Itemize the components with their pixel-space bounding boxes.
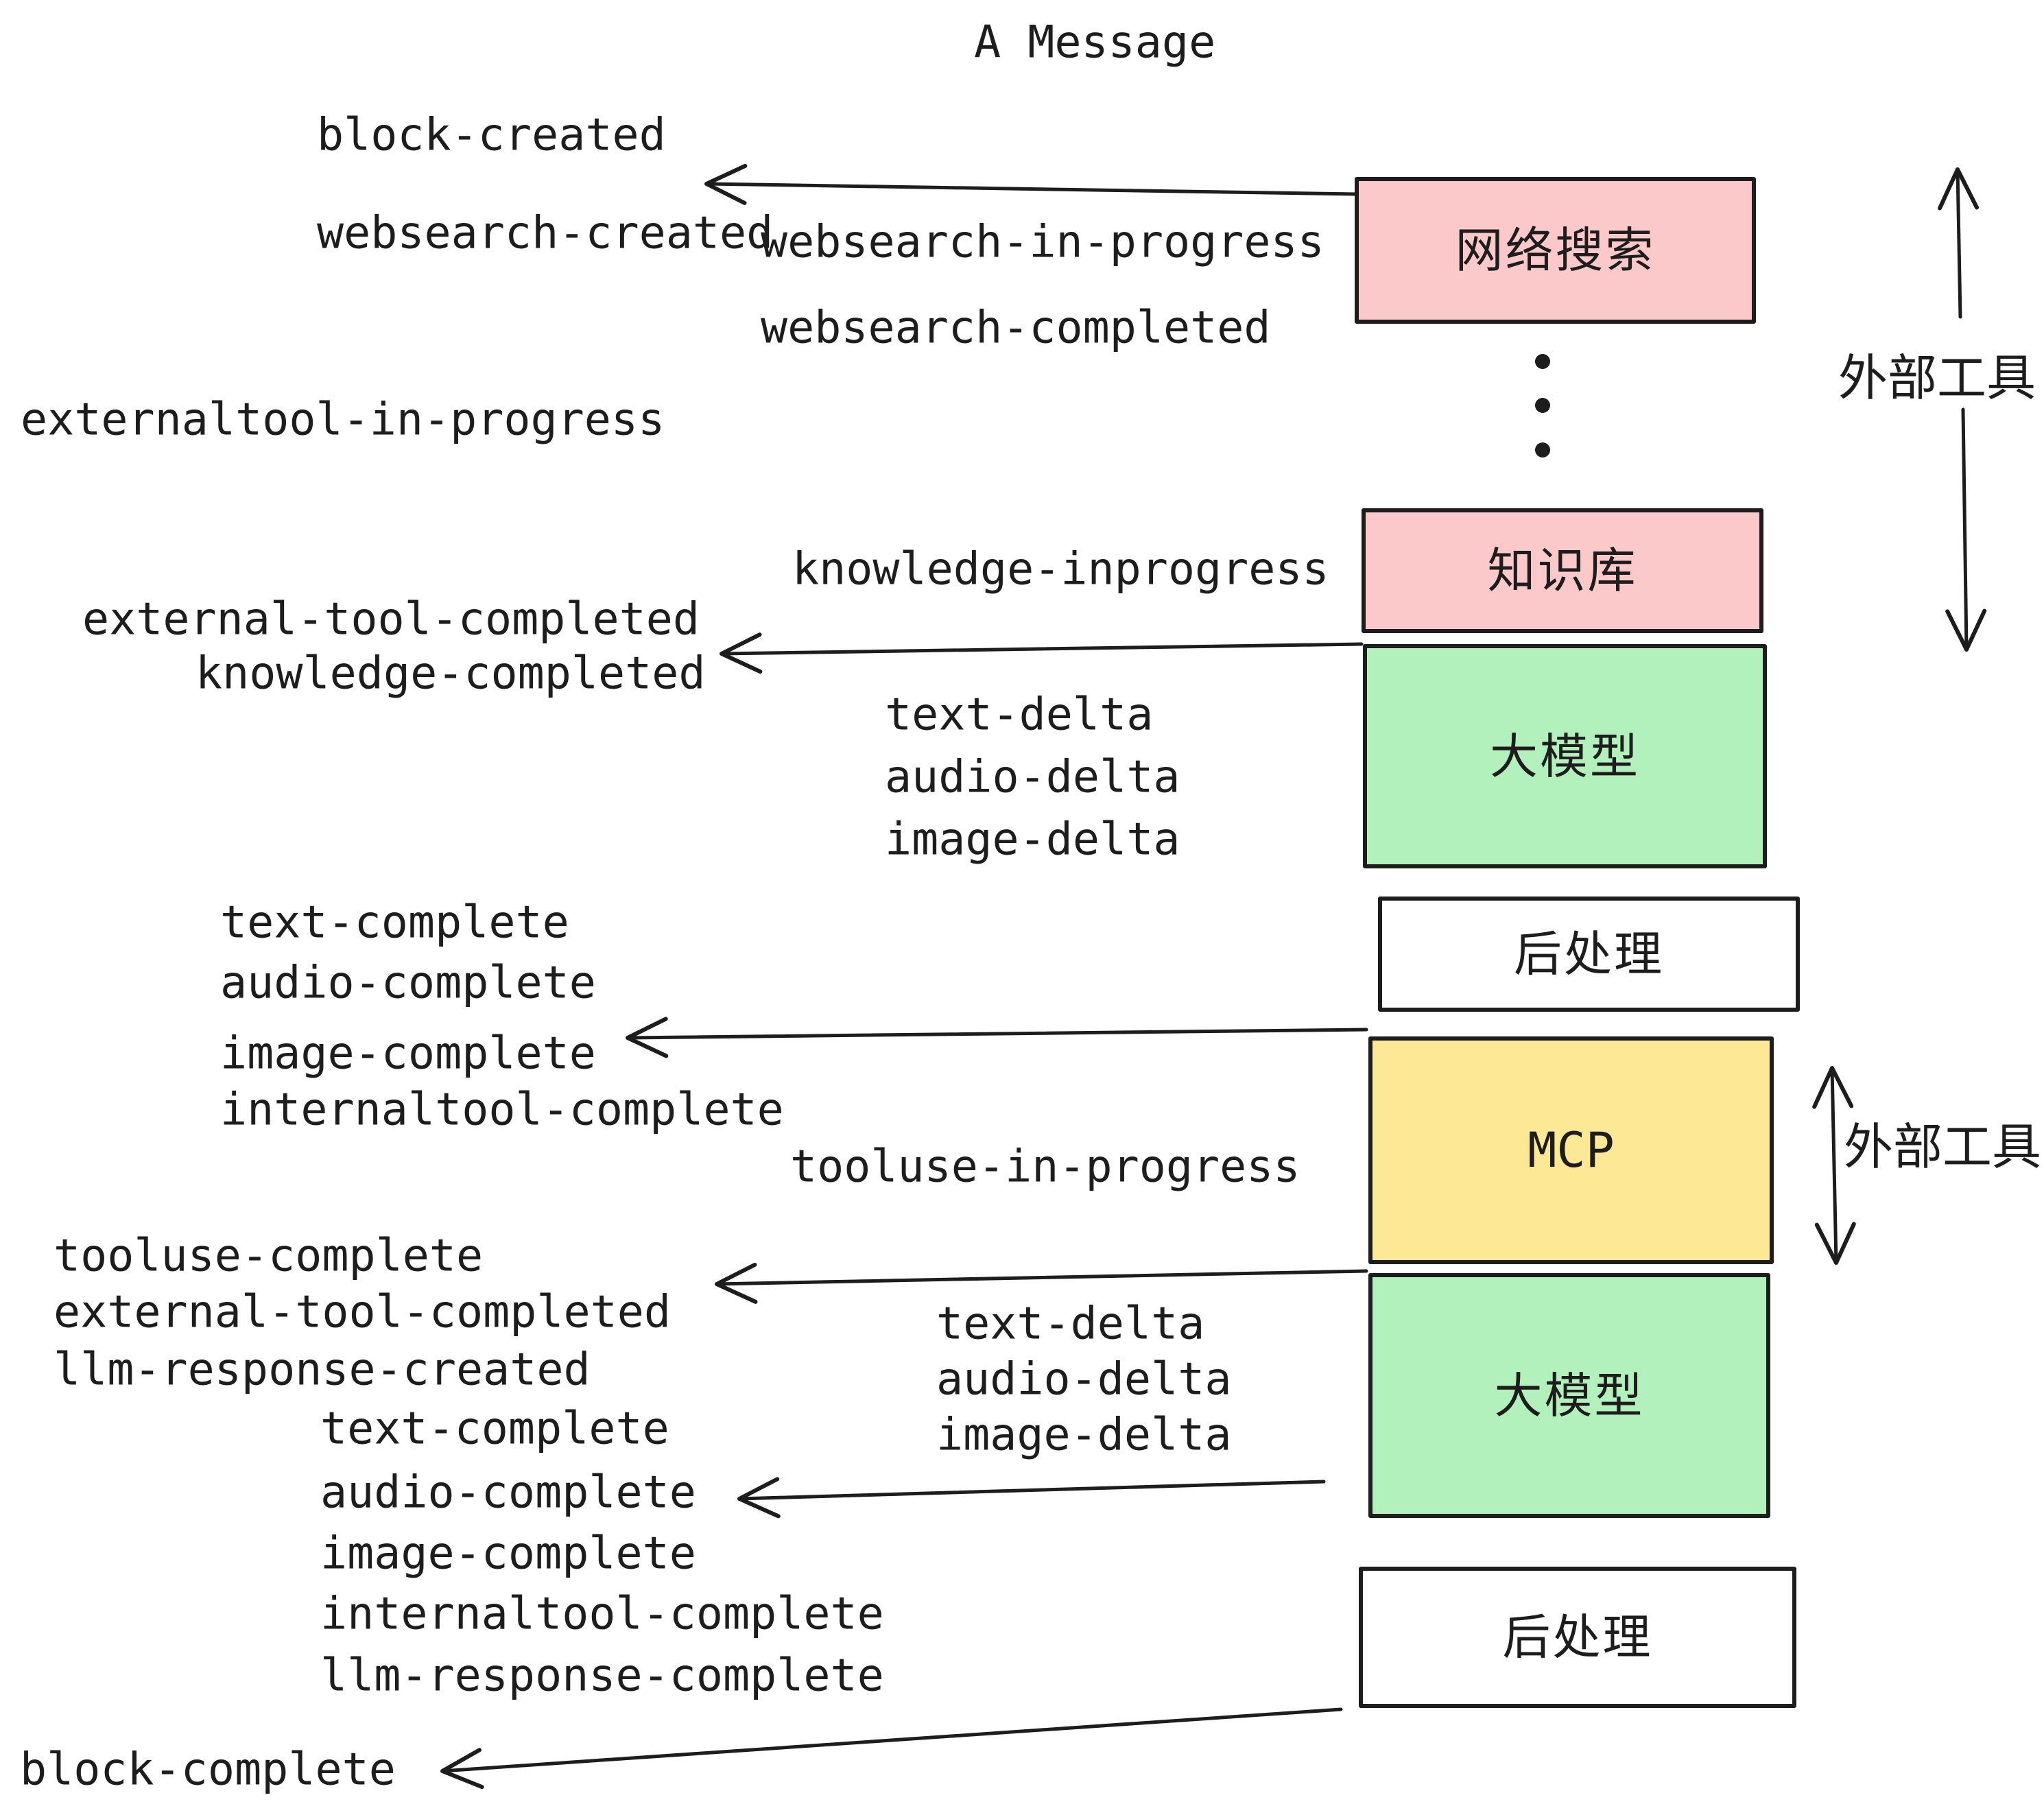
event-label-image-complete-2: image-complete xyxy=(320,1528,696,1580)
arrow-postprocess1-to-image-complete xyxy=(626,1017,1368,1058)
arrow-knowledge-to-knowledge-completed xyxy=(720,632,1364,674)
external-tools-arrow-double xyxy=(1812,1066,1856,1265)
arrow-llm2-to-audio-complete-head xyxy=(737,1477,781,1519)
arrow-mcp-to-tooluse-complete-head xyxy=(715,1262,758,1304)
box-mcp: MCP xyxy=(1368,1036,1774,1264)
arrow-postprocess2-to-block-complete-head xyxy=(440,1748,484,1790)
event-label-block-created: block-created xyxy=(317,109,666,161)
box-label-knowledge: 知识库 xyxy=(1487,543,1638,599)
external-tools-arrow-up xyxy=(1938,167,1980,319)
box-label-postprocess-1: 后处理 xyxy=(1514,926,1664,982)
event-label-text-complete-1: text-complete xyxy=(220,897,569,949)
box-label-postprocess-2: 后处理 xyxy=(1502,1609,1653,1665)
event-label-audio-delta-2: audio-delta xyxy=(936,1353,1232,1405)
box-label-mcp: MCP xyxy=(1528,1122,1615,1178)
box-knowledge: 知识库 xyxy=(1362,508,1763,633)
arrow-websearch-to-block-created xyxy=(704,163,1359,205)
side-label-external-tools-top: 外部工具 xyxy=(1838,349,2036,407)
external-tools-arrow-down-head xyxy=(1945,608,1987,652)
event-label-text-delta-1: text-delta xyxy=(885,689,1154,741)
external-tools-arrow-up-head xyxy=(1938,167,1980,211)
arrow-postprocess1-to-image-complete-head xyxy=(626,1017,669,1058)
event-label-tooluse-in-progress: tooluse-in-progress xyxy=(790,1141,1300,1193)
external-tools-arrow-down xyxy=(1945,407,1987,652)
box-postprocess-1: 后处理 xyxy=(1378,897,1800,1012)
box-label-llm-1: 大模型 xyxy=(1490,728,1640,785)
box-label-websearch: 网络搜索 xyxy=(1455,222,1656,278)
event-label-llm-response-complete: llm-response-complete xyxy=(320,1650,884,1702)
event-label-text-delta-2: text-delta xyxy=(936,1298,1205,1350)
event-label-image-delta-2: image-delta xyxy=(936,1409,1232,1461)
event-label-audio-delta-1: audio-delta xyxy=(885,751,1180,803)
box-llm-1: 大模型 xyxy=(1363,644,1767,868)
event-label-audio-complete-2: audio-complete xyxy=(320,1467,696,1519)
external-tools-arrow-double-head-2 xyxy=(1812,1066,1854,1109)
arrow-llm2-to-audio-complete xyxy=(737,1477,1326,1519)
event-label-image-complete-1: image-complete xyxy=(220,1028,596,1080)
box-label-llm-2: 大模型 xyxy=(1494,1367,1645,1424)
side-label-external-tools-bottom: 外部工具 xyxy=(1844,1118,2042,1176)
event-label-image-delta-1: image-delta xyxy=(885,814,1180,866)
arrow-postprocess2-to-block-complete xyxy=(440,1707,1343,1790)
box-llm-2: 大模型 xyxy=(1368,1273,1770,1518)
event-label-text-complete-2: text-complete xyxy=(320,1403,669,1455)
event-label-knowledge-inprogress: knowledge-inprogress xyxy=(792,543,1329,595)
external-tools-arrow-double-head xyxy=(1814,1222,1856,1265)
event-label-websearch-in-progress: websearch-in-progress xyxy=(761,216,1324,268)
box-websearch: 网络搜索 xyxy=(1355,177,1756,324)
event-label-externaltool-in-progress: externaltool-in-progress xyxy=(21,394,665,446)
arrow-knowledge-to-knowledge-completed-head xyxy=(720,632,763,674)
event-label-block-complete: block-complete xyxy=(20,1744,396,1796)
event-label-websearch-completed: websearch-completed xyxy=(761,302,1271,354)
event-label-llm-response-created: llm-response-created xyxy=(54,1344,591,1396)
ellipsis-dots xyxy=(1535,354,1550,458)
event-label-audio-complete-1: audio-complete xyxy=(220,957,596,1009)
diagram-title: A Message xyxy=(974,16,1216,69)
event-label-tooluse-complete: tooluse-complete xyxy=(54,1230,484,1282)
box-postprocess-2: 后处理 xyxy=(1359,1567,1796,1708)
event-label-internaltool-complete-1: internaltool-complete xyxy=(220,1084,784,1136)
arrow-mcp-to-tooluse-complete xyxy=(715,1262,1368,1304)
arrow-websearch-to-block-created-head xyxy=(704,163,748,205)
event-label-external-tool-completed-1: external-tool-completed xyxy=(82,593,700,645)
event-label-external-tool-completed-2: external-tool-completed xyxy=(54,1286,672,1338)
event-label-websearch-created: websearch-created xyxy=(317,207,774,259)
event-label-knowledge-completed: knowledge-completed xyxy=(195,648,706,700)
event-label-internaltool-complete-2: internaltool-complete xyxy=(320,1588,884,1640)
